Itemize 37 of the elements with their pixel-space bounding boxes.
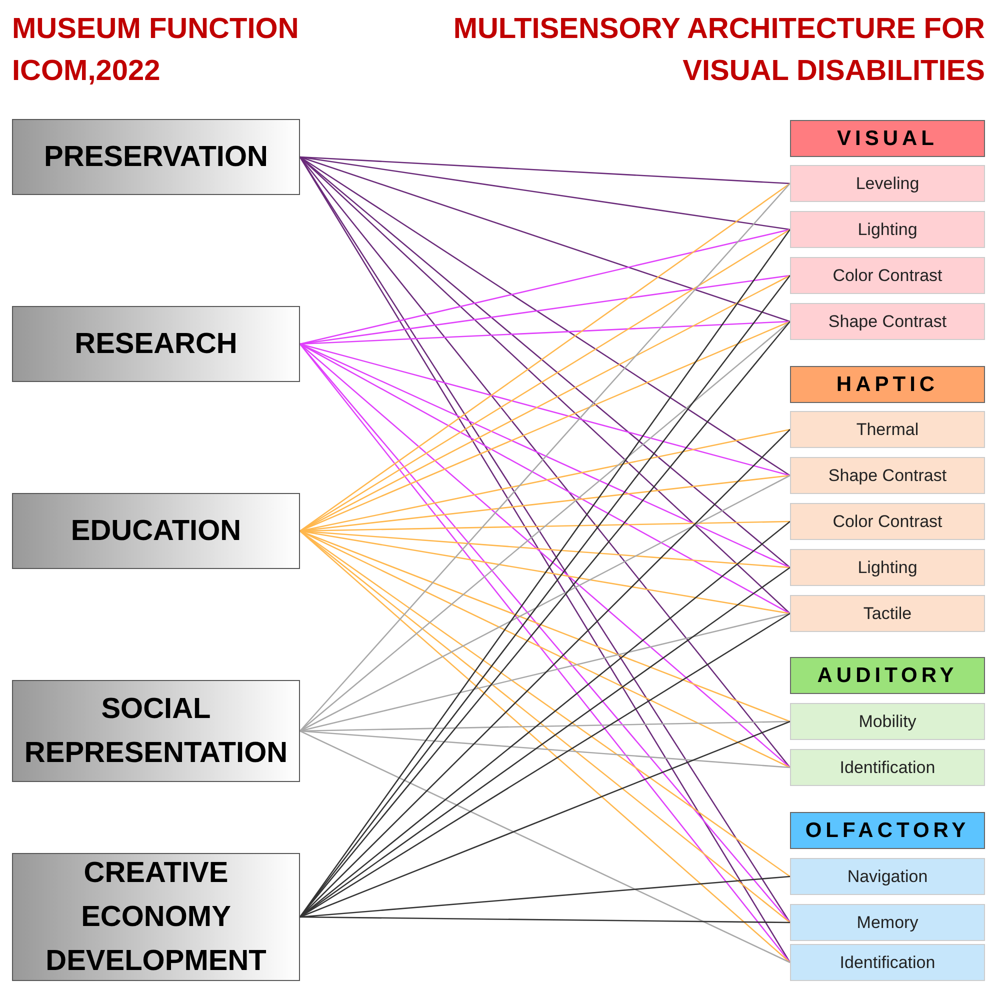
connector-line [300,274,790,345]
connector-line [300,876,790,918]
connector-line [300,730,790,964]
connector-line [300,228,790,345]
sense-box: Thermal [790,411,985,448]
column-heading: MULTISENSORY ARCHITECTURE FOR VISUAL DISABILITIES [452,12,985,89]
function-box: RESEARCH [12,306,300,382]
sense-box: Tactile [790,595,985,632]
connector-line [300,320,790,345]
category-header: VISUAL [790,120,985,157]
sense-box: Shape Contrast [790,457,985,494]
sense-box: Lighting [790,211,985,248]
sense-box: Navigation [790,858,985,895]
sense-box: Color Contrast [790,503,985,540]
function-box: CREATIVE ECONOMY DEVELOPMENT [12,853,300,981]
sense-box: Identification [790,944,985,981]
sense-box: Leveling [790,165,985,202]
connector-line [300,720,790,918]
connector-line [300,474,790,732]
sense-box: Lighting [790,549,985,586]
category-header: HAPTIC [790,366,985,403]
sense-box: Memory [790,904,985,941]
function-box: EDUCATION [12,493,300,569]
sense-box: Identification [790,749,985,786]
connector-line [300,156,790,322]
function-box: SOCIAL REPRESENTATION [12,680,300,782]
sense-box: Color Contrast [790,257,985,294]
function-box: PRESERVATION [12,119,300,195]
connector-line [300,730,790,768]
column-heading: MUSEUM FUNCTION ICOM,2022 [12,12,300,89]
category-header: OLFACTORY [790,812,985,849]
connector-line [300,612,790,732]
sense-box: Mobility [790,703,985,740]
category-header: AUDITORY [790,657,985,694]
connector-line [300,916,790,924]
sense-box: Shape Contrast [790,303,985,340]
connector-line [300,343,790,476]
